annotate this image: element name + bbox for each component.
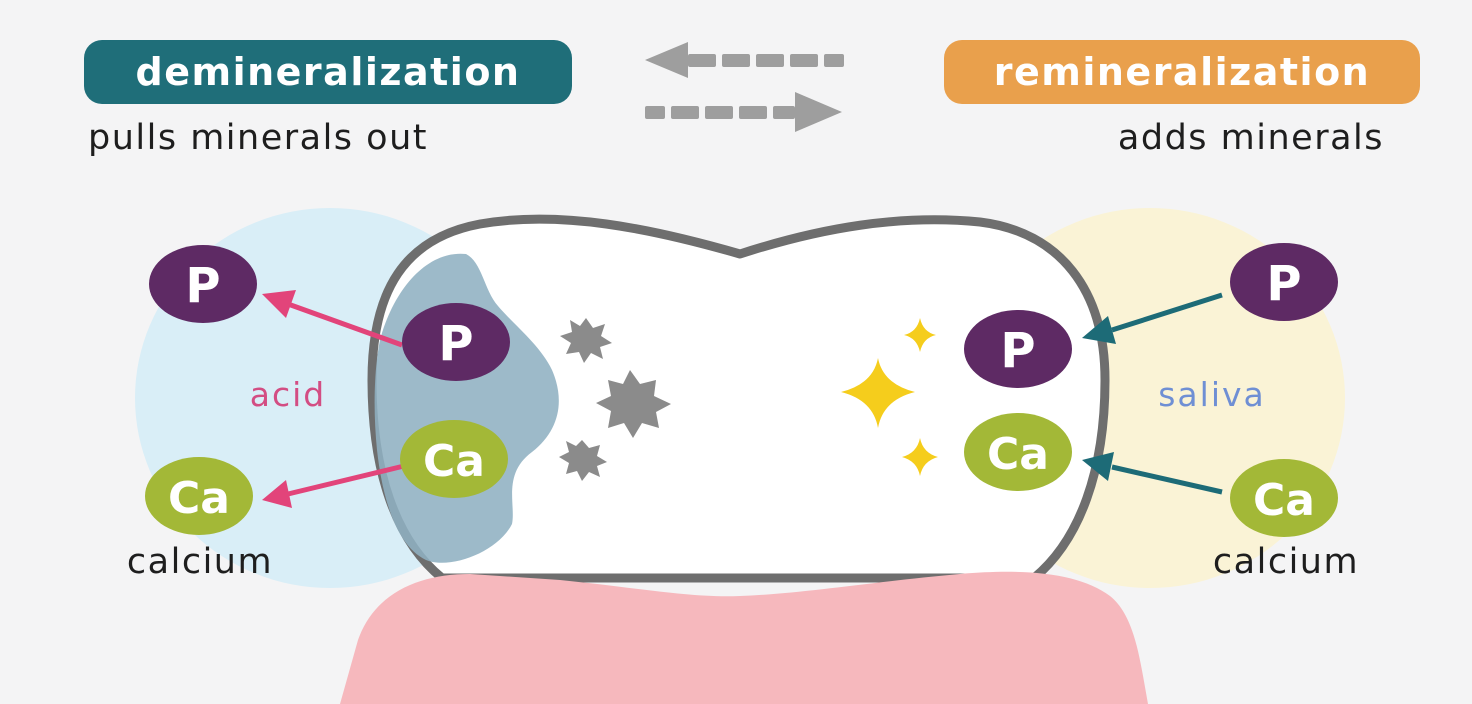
remineralization-badge: remineralization <box>944 40 1420 104</box>
reverse-arrow-icon <box>645 42 844 78</box>
phosphate-ion-in-enamel: P <box>402 303 510 381</box>
sparkle-icon <box>904 318 936 352</box>
remineralization-caption: adds minerals <box>1117 118 1384 158</box>
calcium-ion-label: Ca <box>987 429 1049 480</box>
calcium-caption-left: calcium <box>127 542 273 582</box>
calcium-caption-right: calcium <box>1213 542 1359 582</box>
calcium-ion-deposited: Ca <box>964 413 1072 491</box>
calcium-ion-label: Ca <box>423 436 485 487</box>
sparkle-icon <box>841 358 915 428</box>
phosphate-ion-label: P <box>1000 323 1035 379</box>
saliva-label: saliva <box>1158 375 1266 414</box>
phosphate-gain-arrow <box>1082 292 1223 344</box>
demineralization-badge: demineralization <box>84 40 572 104</box>
phosphate-ion-deposited: P <box>964 310 1072 388</box>
acid-label: acid <box>250 375 326 414</box>
damage-burst-icon <box>560 318 612 363</box>
calcium-ion-in-enamel: Ca <box>400 420 508 498</box>
calcium-ion-incoming: Ca <box>1230 459 1338 537</box>
calcium-ion-label: Ca <box>168 473 230 524</box>
forward-arrow-icon <box>645 92 842 132</box>
calcium-ion-released: Ca <box>145 457 253 535</box>
phosphate-loss-arrow <box>262 290 403 348</box>
phosphate-ion-released: P <box>149 245 257 323</box>
tooth-shape <box>367 214 1110 583</box>
phosphate-ion-incoming: P <box>1230 243 1338 321</box>
calcium-loss-arrow <box>262 463 405 508</box>
phosphate-ion-label: P <box>1266 256 1301 312</box>
demineralization-caption: pulls minerals out <box>88 118 428 158</box>
phosphate-ion-label: P <box>185 258 220 314</box>
damage-burst-icon <box>596 370 671 438</box>
calcium-ion-label: Ca <box>1253 475 1315 526</box>
sparkle-icon <box>902 438 938 476</box>
calcium-gain-arrow <box>1082 452 1223 495</box>
damage-burst-icon <box>559 440 607 481</box>
phosphate-ion-label: P <box>438 316 473 372</box>
gum <box>340 571 1148 704</box>
